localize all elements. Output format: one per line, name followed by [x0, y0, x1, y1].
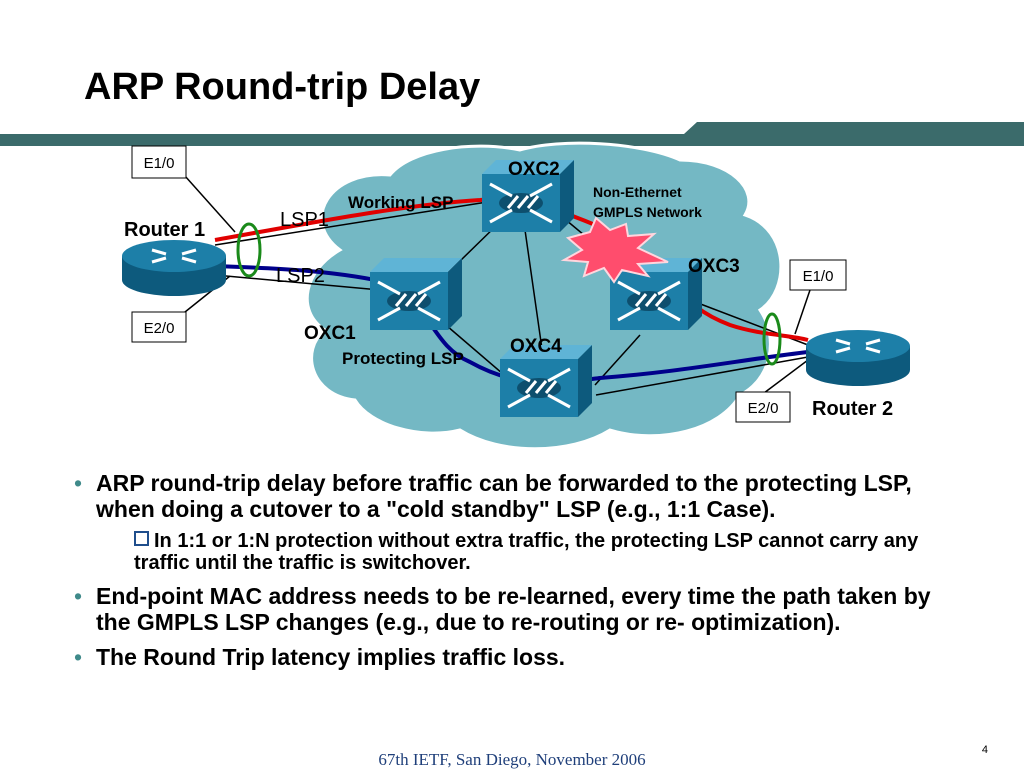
working-lsp-label: Working LSP: [348, 193, 453, 212]
bullet-item: • ARP round-trip delay before traffic ca…: [74, 470, 954, 574]
router1-icon: [120, 238, 228, 298]
bullet-text: The Round Trip latency implies traffic l…: [96, 644, 566, 670]
r1-e10-label: E1/0: [144, 155, 175, 172]
bullet-item: • End-point MAC address needs to be re-l…: [74, 583, 954, 635]
r2-e20-label: E2/0: [748, 400, 779, 417]
oxc1-label: OXC1: [304, 323, 356, 344]
protecting-lsp-label: Protecting LSP: [342, 349, 464, 368]
bullet-marker: •: [74, 583, 83, 609]
router2-interface-marker: [762, 312, 782, 366]
bullet-marker: •: [74, 644, 83, 670]
page-number: 4: [981, 744, 988, 756]
r2-e10-label: E1/0: [803, 268, 834, 285]
router2-label: Router 2: [812, 398, 893, 420]
r1-e20-label: E2/0: [144, 320, 175, 337]
footer-text: 67th IETF, San Diego, November 2006: [378, 750, 646, 769]
bullet-text: ARP round-trip delay before traffic can …: [96, 470, 912, 522]
oxc3-label: OXC3: [688, 256, 740, 277]
page-title: ARP Round-trip Delay: [84, 66, 481, 108]
lsp1-label: LSP1: [280, 209, 329, 231]
working-lsp-path: [214, 197, 809, 342]
bullet-marker: •: [74, 470, 83, 496]
network-diagram: E1/0 E2/0 E1/0 E2/0 Router 1 Router 2 OX…: [120, 141, 912, 451]
sub-bullet-text: In 1:1 or 1:N protection without extra t…: [134, 530, 919, 574]
router1-label: Router 1: [124, 219, 205, 241]
checkbox-bullet-icon: [134, 531, 149, 546]
bullet-list: • ARP round-trip delay before traffic ca…: [74, 470, 954, 679]
network-label-line1: Non-Ethernet: [593, 184, 682, 200]
fault-burst-icon: [560, 216, 669, 284]
bullet-text: End-point MAC address needs to be re-lea…: [96, 583, 931, 635]
oxc1-switch-icon: [368, 256, 464, 332]
bullet-item: • The Round Trip latency implies traffic…: [74, 644, 954, 670]
oxc4-label: OXC4: [510, 336, 562, 357]
oxc2-label: OXC2: [508, 159, 560, 180]
network-label-line2: GMPLS Network: [593, 204, 702, 220]
lsp2-label: LSP2: [276, 265, 325, 287]
sub-bullet-item: In 1:1 or 1:N protection without extra t…: [134, 530, 954, 574]
sub-bullet-list: In 1:1 or 1:N protection without extra t…: [134, 530, 954, 574]
router1-interface-marker: [236, 222, 262, 278]
router2-icon: [804, 328, 912, 388]
title-accent-bar: [0, 122, 1024, 146]
protecting-lsp-path: [214, 264, 809, 385]
